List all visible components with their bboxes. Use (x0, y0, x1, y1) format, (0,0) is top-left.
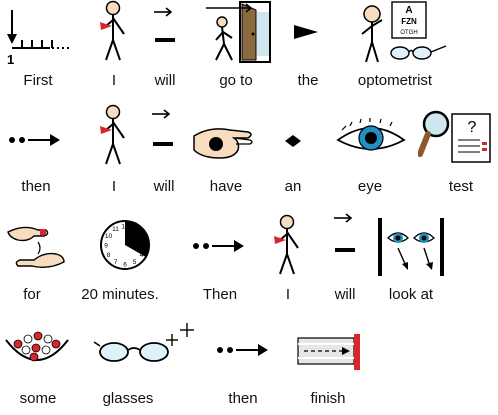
magnifier-test-icon: ? (418, 108, 494, 166)
word-test: test (448, 178, 474, 195)
word-an: an (284, 178, 302, 195)
word-for: for (23, 286, 41, 303)
first-number-line-icon: 1 (4, 6, 74, 66)
word-look-at: look at (388, 286, 434, 303)
clock-number: 8 (107, 252, 111, 259)
word-then: then (228, 390, 258, 407)
clock-number: 7 (114, 259, 118, 266)
glasses-plus-icon (92, 320, 202, 372)
eye-chart-glasses-icon: A FZN OTGH (352, 0, 452, 66)
word-i: I (285, 286, 291, 303)
svg-text:1: 1 (7, 52, 14, 66)
word-20-minutes: 20 minutes. (81, 286, 159, 303)
word-i: I (111, 72, 117, 89)
clock-number: 11 (112, 226, 119, 233)
future-arrow-icon (330, 210, 360, 264)
word-have: have (209, 178, 243, 195)
word-eye: eye (357, 178, 383, 195)
word-some: some (19, 390, 57, 407)
clock-number: 10 (105, 233, 113, 240)
dots-arrow-icon (190, 236, 246, 256)
word-glasses: glasses (102, 390, 154, 407)
clock-number: 2 (140, 233, 144, 240)
chart-top-letters: A (405, 5, 412, 16)
clock-number: 4 (140, 252, 144, 259)
word-then-cap: Then (202, 286, 238, 303)
dots-arrow-icon (214, 340, 270, 360)
word-will: will (154, 72, 176, 89)
word-then: then (21, 178, 51, 195)
hands-giving-icon (4, 220, 68, 276)
chart-mid-letters: FZN (401, 17, 417, 26)
person-pointing-self-icon (96, 0, 130, 62)
finish-line-icon (296, 332, 366, 372)
hand-holding-icon (190, 122, 258, 162)
clock-number: 12 (121, 223, 129, 230)
clock-number: 5 (133, 259, 137, 266)
word-optometrist: optometrist (357, 72, 433, 89)
bowl-of-balls-icon (4, 330, 70, 370)
word-will: will (334, 286, 356, 303)
clock-number: 1 (133, 226, 137, 233)
word-will: will (153, 178, 175, 195)
eye-icon (334, 118, 408, 158)
future-arrow-icon (148, 106, 178, 154)
person-pointing-self-icon (270, 214, 304, 276)
word-first: First (23, 72, 53, 89)
word-finish: finish (310, 390, 346, 407)
clock-number: 6 (123, 261, 127, 268)
svg-text:?: ? (468, 119, 477, 136)
eyes-looking-down-icon (376, 216, 446, 278)
clock-number: 3 (142, 242, 146, 249)
chart-bottom-letters: OTGH (400, 30, 417, 36)
person-walking-to-door-icon (204, 0, 274, 64)
diamond-icon (284, 134, 302, 148)
word-i: I (111, 178, 117, 195)
word-the: the (297, 72, 319, 89)
triangle-pointer-icon (292, 22, 322, 42)
clock-number: 9 (104, 242, 108, 249)
person-pointing-self-icon (96, 104, 130, 166)
dots-arrow-icon (6, 130, 62, 150)
word-go-to: go to (219, 72, 253, 89)
future-arrow-icon (150, 4, 180, 50)
